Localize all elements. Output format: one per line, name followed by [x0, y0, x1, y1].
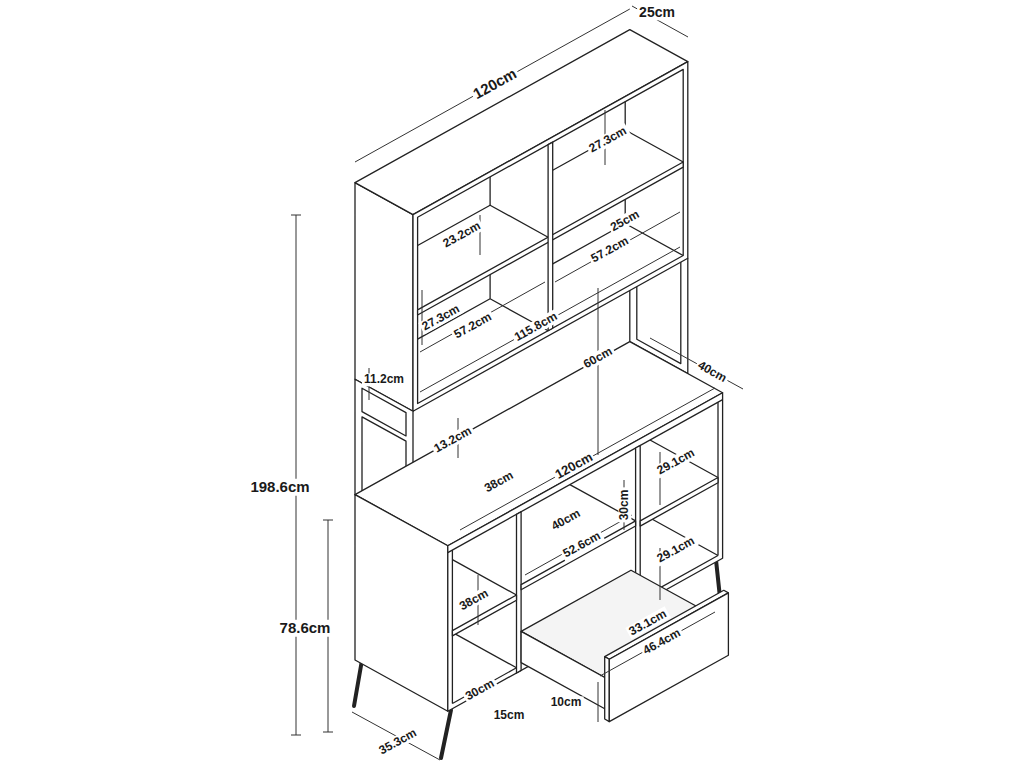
- dimension-label: 15cm: [492, 709, 527, 722]
- dimension-label: 10cm: [549, 696, 584, 709]
- dimension-label: 78.6cm: [278, 620, 333, 637]
- dimension-label: 11.2cm: [362, 373, 406, 386]
- dimension-label: 30cm: [618, 488, 631, 523]
- dimension-label: 25cm: [637, 5, 677, 20]
- drawer: [521, 570, 728, 721]
- dimension-label: 198.6cm: [248, 479, 311, 496]
- dimension-line: [291, 6, 743, 760]
- dimension-label: 35.3cm: [375, 725, 420, 758]
